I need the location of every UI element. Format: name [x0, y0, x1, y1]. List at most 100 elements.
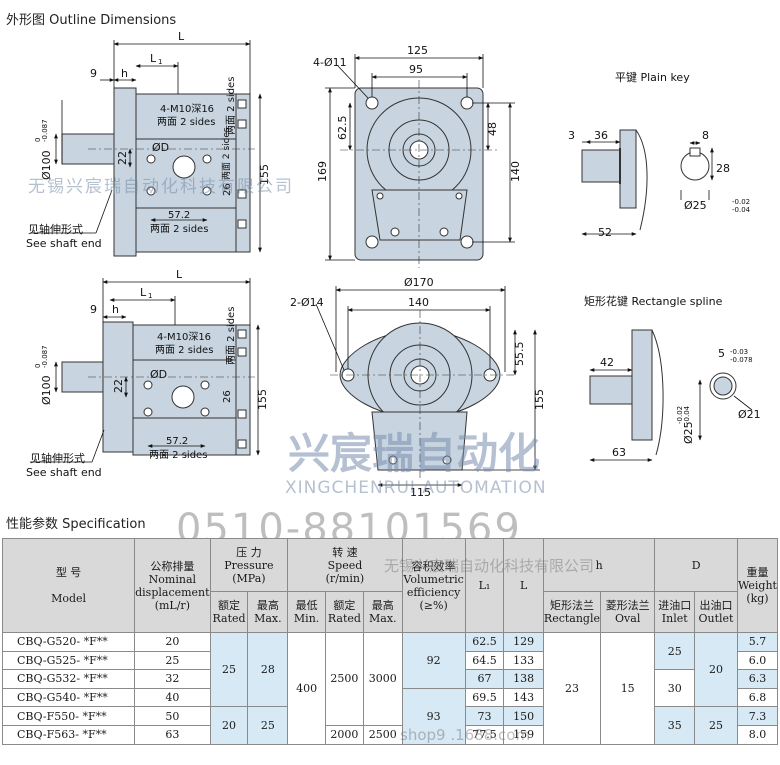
label-4-holes: 4-Ø11 — [313, 56, 347, 69]
plain-key-detail — [581, 129, 710, 231]
dim-3: 3 — [568, 129, 575, 142]
label-two-sides-vert-bottom: 两面 2 sides — [226, 307, 237, 365]
table-row: CBQ-G532- *F** 32 67 138 30 6.3 — [1, 669, 779, 708]
tol-spline-phi-upper: -0.02 — [676, 406, 684, 424]
cell-weight: 6.3 — [736, 669, 779, 689]
dim-phi100-bottom: Ø100 — [40, 375, 53, 405]
dim-155-front: 155 — [533, 389, 546, 410]
label-spline: 矩形花键 Rectangle spline — [584, 294, 723, 308]
cell-p-max-a: 28 — [247, 631, 289, 708]
front-view-top — [340, 80, 500, 268]
dim-26-bottom: 26 — [222, 390, 233, 403]
tol-key-lower: -0.04 — [732, 206, 751, 214]
cell-s-rated-b: 2000 — [324, 724, 364, 745]
cell-model: CBQ-F550- *F** — [1, 706, 136, 726]
tol-spline-upper: -0.03 — [730, 348, 748, 356]
label-see-shaft-cn-bottom: 见轴伸形式 — [30, 451, 85, 465]
label-phiD-bottom: ØD — [150, 368, 167, 381]
dim-22-top: 22 — [116, 151, 129, 165]
label-two-sides-vert-top: 两面 2 sides — [226, 77, 237, 135]
label-two-sides-vert-top-b: 两面 2 sides — [221, 127, 232, 180]
cell-L1: 62.5 — [464, 632, 505, 652]
cell-L: 133 — [503, 650, 544, 671]
cell-p-max-b: 25 — [247, 706, 289, 745]
dim-95: 95 — [409, 63, 423, 76]
tol-upper-bottom: 0 — [34, 364, 42, 368]
front-view-bottom-dims — [315, 286, 540, 487]
shaft-2 — [61, 361, 104, 393]
outline-drawings: L L 1 9 h Ø100 0 -0.087 22 ØD 4-M10深16 两… — [26, 30, 761, 499]
cell-L1: 67 — [464, 669, 505, 689]
cell-model: CBQ-G532- *F** — [1, 669, 136, 689]
dim-42: 42 — [600, 356, 614, 369]
side-view-top-dims — [30, 40, 262, 253]
cell-L1: 64.5 — [464, 650, 505, 671]
dim-63: 63 — [612, 446, 626, 459]
table-row: CBQ-G540- *F** 40 93 69.5 143 6.8 — [1, 687, 779, 745]
th-L: L — [503, 538, 544, 633]
dim-8: 8 — [702, 129, 709, 142]
label-two-sides-top-b: 两面 2 sides — [150, 224, 208, 235]
dim-155-bottom: 155 — [256, 389, 269, 410]
dim-phi100-top: Ø100 — [40, 150, 53, 180]
cell-disp: 63 — [134, 724, 211, 745]
dim-9-bottom: 9 — [90, 303, 97, 316]
dim-L1-sub-bottom: 1 — [148, 292, 152, 300]
cell-inlet-c: 35 — [654, 706, 696, 745]
cell-outlet-b: 25 — [694, 706, 738, 745]
dim-L-bottom: L — [176, 268, 183, 281]
dim-36: 36 — [594, 129, 608, 142]
dim-phi25-spline: Ø25 — [682, 421, 695, 444]
cell-h-rect: 23 — [542, 632, 602, 745]
plain-key-dims — [581, 140, 714, 236]
cell-eff-a: 92 — [401, 632, 466, 689]
cell-weight: 7.3 — [736, 706, 779, 726]
dim-phi25-key: Ø25 — [684, 199, 707, 212]
outline-heading: 外形图 Outline Dimensions — [6, 13, 177, 28]
cell-s-rated-a: 2500 — [324, 632, 364, 726]
cell-L: 150 — [503, 706, 544, 726]
cell-inlet-a: 25 — [654, 631, 696, 671]
dim-L1-sub-top: 1 — [158, 58, 162, 66]
table-row: CBQ-G520- *F** 20 25 28 400 2500 3000 92… — [1, 631, 779, 745]
dim-115: 115 — [410, 486, 431, 499]
dim-48: 48 — [486, 122, 499, 136]
dim-125: 125 — [407, 44, 428, 57]
port-circle-2 — [171, 385, 195, 409]
label-see-shaft-en-top: See shaft end — [26, 237, 102, 250]
cell-disp: 20 — [134, 632, 211, 652]
cell-disp: 50 — [134, 706, 211, 726]
label-phiD-top: ØD — [152, 141, 169, 154]
cell-L: 143 — [503, 687, 544, 708]
dim-140-top: 140 — [509, 161, 522, 182]
dim-57-top: 57.2 — [168, 210, 190, 221]
cell-L1: 77.5 — [464, 724, 505, 745]
label-two-sides-bottom-b: 两面 2 sides — [149, 450, 207, 461]
cell-inlet-b: 30 — [654, 669, 696, 708]
dim-169: 169 — [316, 161, 329, 182]
label-two-sides-top-a: 两面 2 sides — [157, 117, 215, 128]
cell-eff-b: 93 — [401, 687, 466, 745]
dim-5: 5 — [718, 347, 725, 360]
dim-9-top: 9 — [90, 67, 97, 80]
cell-model: CBQ-G525- *F** — [1, 650, 136, 671]
watermark-brand-cn: 兴宸瑞自动化 — [288, 429, 541, 478]
dim-L1-top: L — [150, 52, 157, 65]
dim-h-bottom: h — [112, 303, 119, 316]
cell-p-rated-b: 20 — [209, 706, 249, 745]
tol-lower-top: -0.087 — [41, 119, 49, 142]
cell-L1: 69.5 — [464, 687, 505, 708]
tol-spline-phi-lower: -0.04 — [683, 405, 691, 424]
dim-26-top: 26 — [222, 183, 233, 196]
cell-p-rated-a: 25 — [209, 631, 249, 708]
cell-s-min: 400 — [287, 632, 326, 745]
cell-disp: 25 — [134, 650, 211, 671]
